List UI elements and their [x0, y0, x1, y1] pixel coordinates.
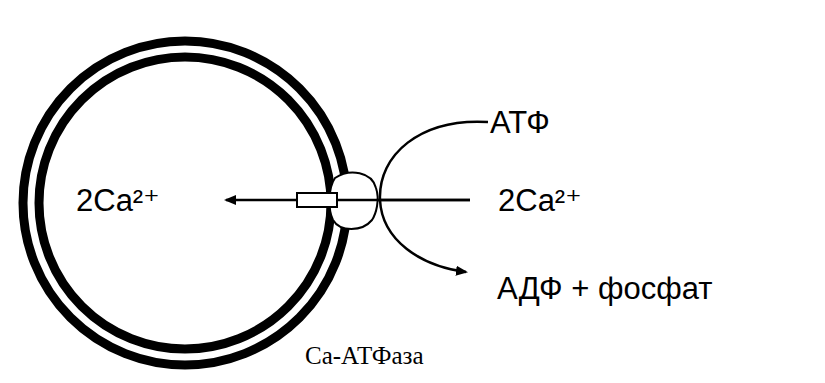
atp-hydrolysis-arrow: [380, 122, 488, 272]
ion-label: 2Ca²⁺: [76, 185, 160, 216]
membrane-layer: [23, 41, 347, 365]
calcium-flow-line: [337, 199, 470, 202]
membrane-layer: [39, 57, 331, 349]
calcium-flow-arrow: [226, 199, 470, 202]
atp-label: АТФ: [490, 107, 550, 138]
calcium-label: 2Ca²⁺: [498, 185, 582, 216]
atpase-channel: [297, 193, 337, 207]
adp-phosphate-label: АДФ + фосфат: [497, 273, 712, 304]
enzyme-name: Ca-АТФаза: [305, 343, 424, 368]
